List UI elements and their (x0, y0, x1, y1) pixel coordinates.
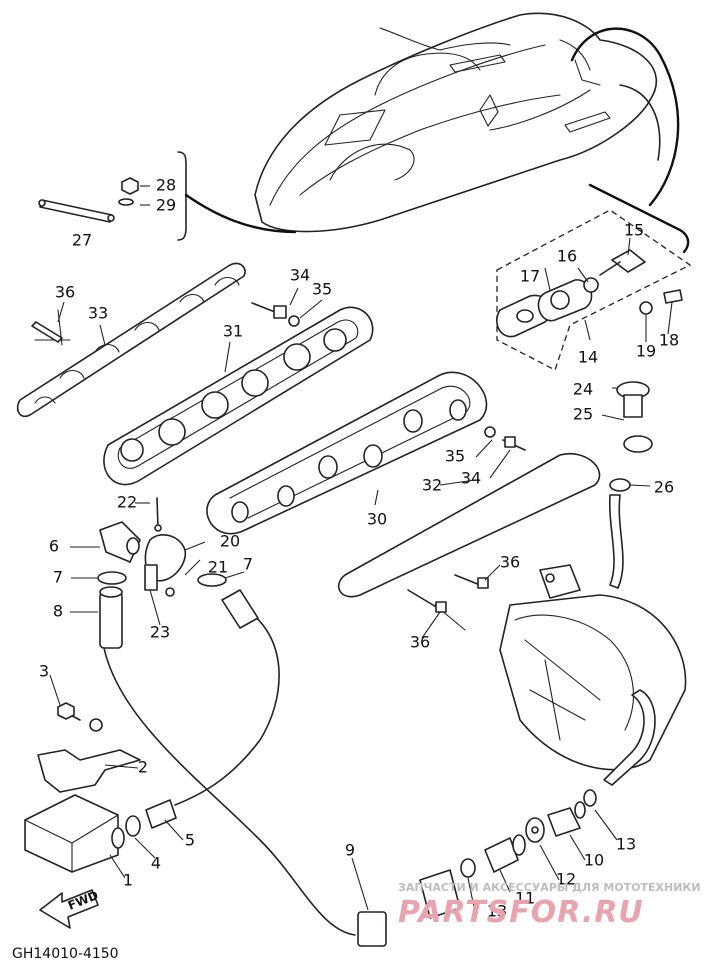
hull-bracket (177, 151, 187, 241)
callout-23: 23 (150, 623, 170, 642)
detail-bracket (588, 183, 690, 254)
part-33-rail (16, 262, 246, 418)
callout-36c: 36 (410, 633, 430, 652)
callout-13b: 13 (616, 835, 636, 854)
hose-segment (221, 589, 259, 629)
hose-5-curve (174, 609, 280, 806)
callout-1: 1 (123, 871, 133, 890)
callout-22: 22 (117, 493, 137, 512)
callout-numbers: 1 2 3 4 5 6 7 7 8 9 10 11 12 13 13 14 15… (39, 176, 679, 921)
callout-11: 11 (515, 889, 535, 908)
callout-17: 17 (520, 267, 540, 286)
callout-34b: 34 (461, 469, 481, 488)
fwd-arrow: FWD (39, 888, 100, 929)
detail-group (496, 209, 692, 371)
callout-32: 32 (422, 476, 442, 495)
hull-arrow-curve (619, 84, 661, 161)
callout-35b: 35 (445, 447, 465, 466)
callout-8: 8 (53, 602, 63, 621)
callout-27: 27 (72, 231, 92, 250)
callout-24: 24 (573, 380, 593, 399)
callout-20: 20 (220, 532, 240, 551)
fasteners (251, 302, 526, 631)
callout-35a: 35 (312, 280, 332, 299)
callout-19: 19 (636, 342, 656, 361)
callout-31: 31 (223, 322, 243, 341)
hull-pointer-right (570, 27, 680, 207)
filler-cap (608, 381, 653, 589)
watermark-tagline: ЗАПЧАСТИ И АКСЕССУАРЫ ДЛЯ МОТОТЕХНИКИ (398, 881, 701, 894)
rod-assembly (38, 177, 139, 223)
callout-16: 16 (557, 247, 577, 266)
callout-29: 29 (156, 196, 176, 215)
callout-36a: 36 (55, 283, 75, 302)
jet-pump-housing (499, 564, 687, 786)
callout-5: 5 (185, 831, 195, 850)
callout-28: 28 (156, 176, 176, 195)
callout-26: 26 (654, 478, 674, 497)
diagram-code: GH14010-4150 (12, 946, 119, 962)
callout-15: 15 (624, 221, 644, 240)
callout-25: 25 (573, 405, 593, 424)
callout-36b: 36 (500, 553, 520, 572)
watercraft-hull (254, 12, 657, 233)
fitting-group (97, 497, 227, 649)
callout-7a: 7 (53, 568, 63, 587)
hull-pointer-left (184, 193, 297, 234)
watermark-brand: PARTSFOR.RU (398, 895, 644, 930)
callout-2: 2 (138, 758, 148, 777)
callout-30: 30 (367, 510, 387, 529)
callout-9: 9 (345, 841, 355, 860)
part-31-plate (103, 306, 374, 486)
callout-14: 14 (578, 348, 598, 367)
callout-12: 12 (556, 870, 576, 889)
callout-13a: 13 (487, 902, 507, 921)
callout-34a: 34 (290, 266, 310, 285)
callout-18: 18 (659, 331, 679, 350)
bottom-left-parts (24, 702, 177, 873)
part-30-plate (206, 371, 488, 535)
callout-4: 4 (151, 854, 161, 873)
bottom-fittings (357, 789, 597, 947)
part-32-blade (337, 452, 601, 598)
callout-7b: 7 (243, 555, 253, 574)
callout-3: 3 (39, 662, 49, 681)
leader-lines (49, 185, 673, 913)
callout-6: 6 (49, 537, 59, 556)
callout-21: 21 (208, 558, 228, 577)
callout-10: 10 (584, 851, 604, 870)
hose-9 (103, 647, 356, 936)
callout-33: 33 (88, 304, 108, 323)
watermark: ЗАПЧАСТИ И АКСЕССУАРЫ ДЛЯ МОТОТЕХНИКИ PA… (398, 881, 701, 930)
